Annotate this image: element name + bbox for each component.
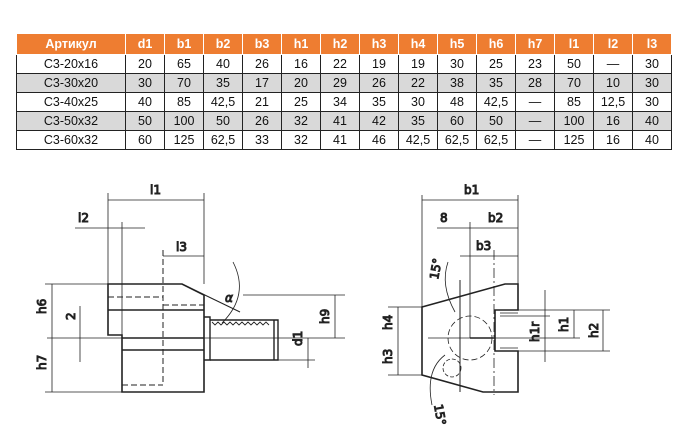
table-cell: 19	[359, 54, 399, 74]
table-cell: 40	[632, 130, 672, 150]
column-header: h2	[320, 33, 360, 55]
table-cell: C3-60x32	[16, 130, 126, 150]
label-h6: h6	[35, 299, 49, 314]
table-cell: 62,5	[476, 130, 516, 150]
label-alpha: α	[225, 291, 233, 305]
table-cell: 41	[320, 111, 360, 131]
table-cell: 85	[164, 92, 204, 112]
table-cell: 34	[320, 92, 360, 112]
column-header: l3	[632, 33, 672, 55]
label-h1r: h1r	[528, 322, 542, 342]
table-cell: 28	[515, 73, 555, 93]
table-cell: —	[515, 130, 555, 150]
label-b2: b2	[488, 211, 503, 225]
side-view-drawing: l1 l2 l3 h6 h7 2 h9 d1 α	[35, 183, 345, 393]
label-d1: d1	[291, 331, 305, 346]
table-cell: 48	[437, 92, 477, 112]
label-angle-top: 15°	[427, 257, 444, 280]
label-l2: l2	[78, 211, 89, 225]
column-header: b1	[164, 33, 204, 55]
table-cell: 70	[554, 73, 594, 93]
table-cell: 35	[476, 73, 516, 93]
label-b3: b3	[476, 239, 491, 253]
label-angle-bottom: 15°	[431, 403, 448, 426]
column-header: d1	[125, 33, 165, 55]
table-cell: 35	[398, 111, 438, 131]
label-l1: l1	[150, 183, 161, 197]
table-cell: 16	[593, 111, 633, 131]
table-cell: 26	[242, 54, 282, 74]
table-cell: 42,5	[398, 130, 438, 150]
table-cell: 33	[242, 130, 282, 150]
table-cell: 26	[359, 73, 399, 93]
table-cell: 30	[125, 73, 165, 93]
table-cell: 32	[281, 111, 321, 131]
label-8: 8	[440, 211, 448, 225]
column-header: Артикул	[16, 33, 126, 55]
label-h3: h3	[381, 349, 395, 364]
table-cell: 42,5	[476, 92, 516, 112]
column-header: h1	[281, 33, 321, 55]
table-cell: 50	[203, 111, 243, 131]
table-cell: 26	[242, 111, 282, 131]
label-h7: h7	[35, 355, 49, 370]
front-view-drawing: b1 8 b2 b3 h4 h3 h1 h2 h1r 15° 15°	[381, 183, 610, 427]
table-cell: 30	[398, 92, 438, 112]
table-cell: —	[515, 111, 555, 131]
table-cell: 50	[125, 111, 165, 131]
label-h1: h1	[557, 317, 571, 332]
column-header: h4	[398, 33, 438, 55]
label-h2: h2	[587, 323, 601, 338]
table-cell: 12,5	[593, 92, 633, 112]
table-cell: 16	[593, 130, 633, 150]
label-h4: h4	[381, 315, 395, 330]
table-cell: 70	[164, 73, 204, 93]
label-b1: b1	[464, 183, 479, 197]
column-header: h6	[476, 33, 516, 55]
table-cell: 17	[242, 73, 282, 93]
column-header: b3	[242, 33, 282, 55]
table-cell: 29	[320, 73, 360, 93]
table-cell: C3-50x32	[16, 111, 126, 131]
table-cell: 100	[164, 111, 204, 131]
table-cell: C3-30x20	[16, 73, 126, 93]
label-h9: h9	[318, 309, 332, 324]
table-cell: 46	[359, 130, 399, 150]
label-2: 2	[64, 312, 78, 320]
table-cell: 62,5	[203, 130, 243, 150]
table-cell: 35	[359, 92, 399, 112]
table-cell: 60	[125, 130, 165, 150]
label-l3: l3	[176, 240, 187, 254]
table-cell: 30	[632, 73, 672, 93]
table-cell: 60	[437, 111, 477, 131]
table-cell: 30	[632, 54, 672, 74]
table-cell: 65	[164, 54, 204, 74]
table-cell: 40	[632, 111, 672, 131]
table-cell: 41	[320, 130, 360, 150]
column-header: l1	[554, 33, 594, 55]
